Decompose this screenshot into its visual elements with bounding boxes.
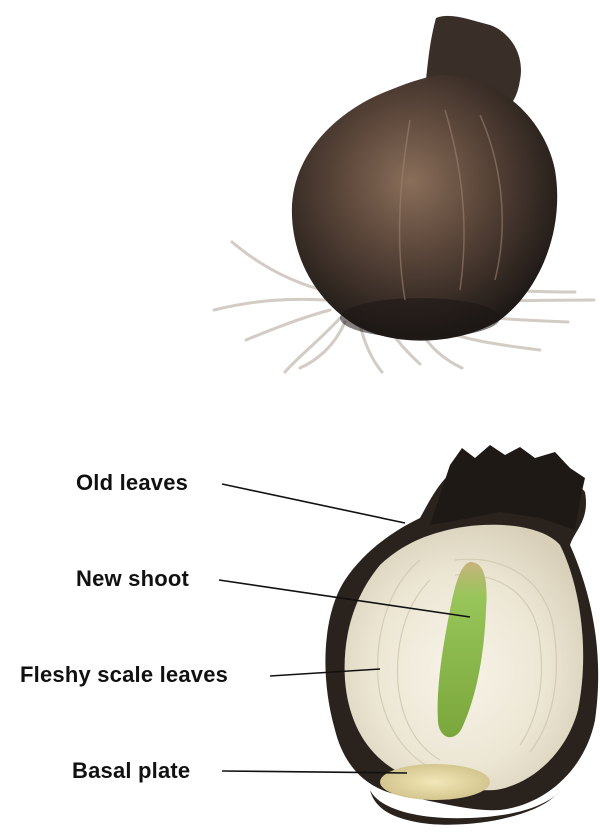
label-basal-plate: Basal plate bbox=[72, 760, 190, 782]
bulb-base-shadow bbox=[340, 298, 500, 338]
leader-line-old-leaves bbox=[222, 484, 405, 523]
basal-plate-shape bbox=[380, 764, 490, 800]
label-old-leaves: Old leaves bbox=[76, 472, 188, 494]
label-fleshy-scale-leaves: Fleshy scale leaves bbox=[20, 664, 228, 686]
whole-bulb-image bbox=[214, 16, 594, 372]
cut-bulb-image bbox=[325, 445, 598, 825]
label-new-shoot: New shoot bbox=[76, 568, 189, 590]
